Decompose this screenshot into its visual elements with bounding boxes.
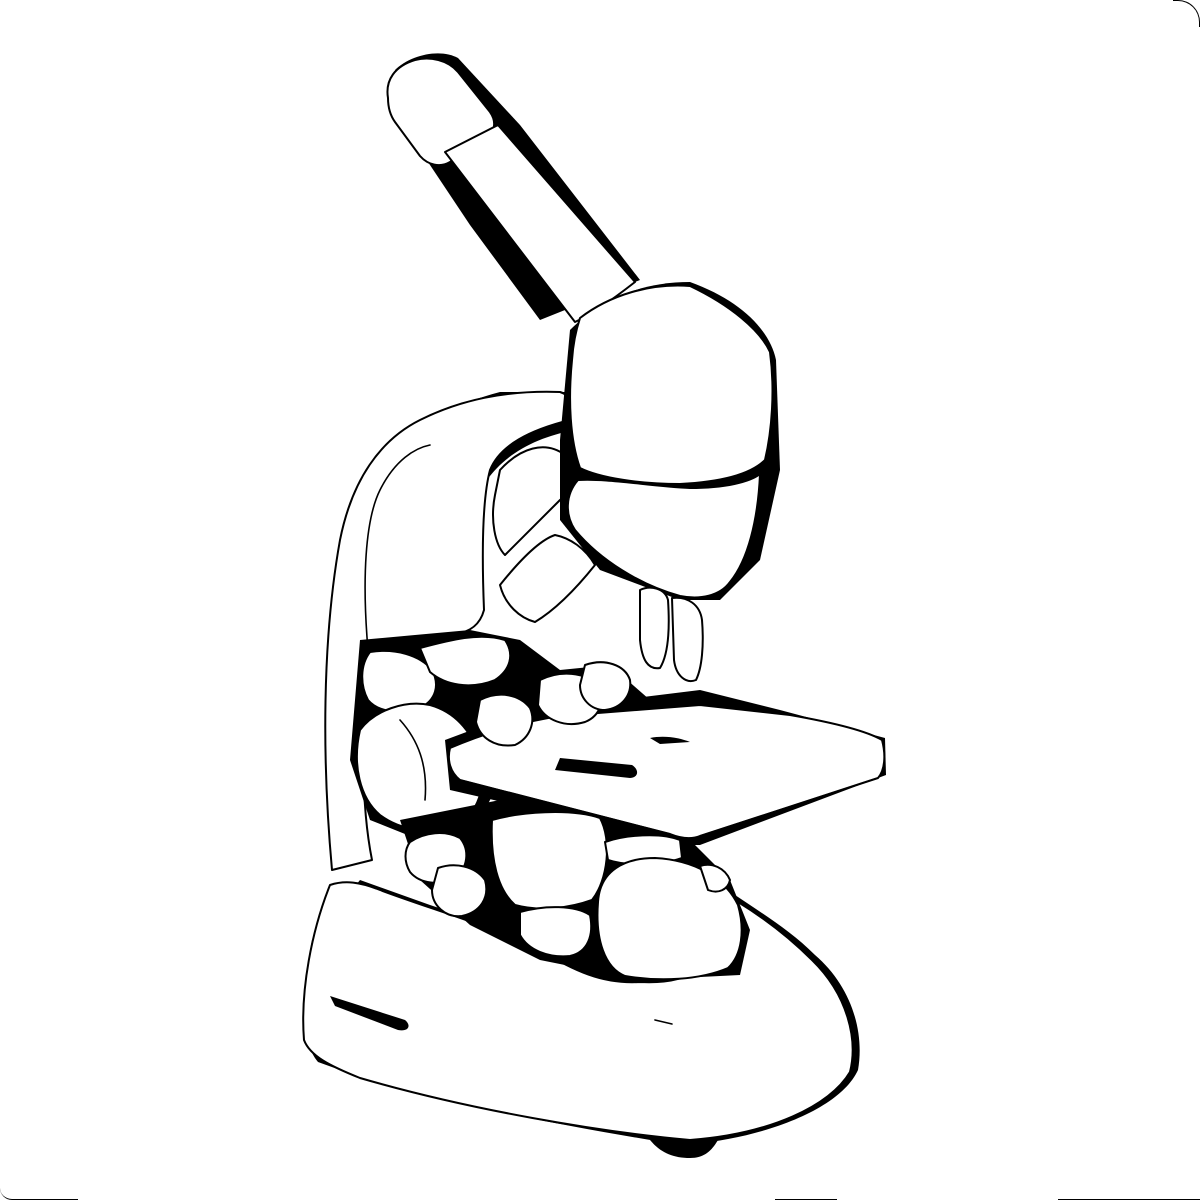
microscope-stage — [445, 661, 886, 845]
microscope-arm — [324, 390, 575, 871]
microscope-eyepiece — [386, 53, 640, 323]
microscope-lamp — [400, 800, 750, 981]
microscope-head — [499, 282, 780, 682]
